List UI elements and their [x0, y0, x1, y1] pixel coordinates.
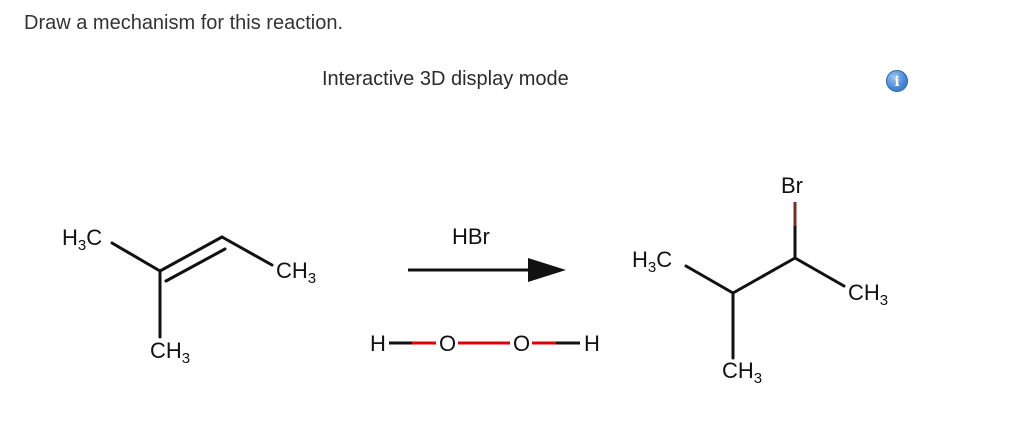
reactant-bond-left: [110, 241, 162, 273]
reagent-peroxide: H O O H: [370, 331, 600, 356]
product-bottom-group: CH3: [722, 358, 762, 387]
reactant-molecule: H3C CH3 CH3: [62, 225, 316, 367]
product-bond-right: [793, 256, 846, 288]
product-right-group: CH3: [848, 280, 888, 309]
arrow-head: [528, 258, 566, 282]
reactant-bond-right: [220, 235, 274, 267]
product-bond-left: [684, 264, 735, 295]
reagent-hbr: HBr: [452, 224, 490, 249]
display-mode-link[interactable]: Interactive 3D display mode: [322, 68, 569, 90]
peroxide-h-left: H: [370, 331, 386, 356]
peroxide-h-right: H: [584, 331, 600, 356]
reactant-double-bond-inner: [164, 247, 227, 283]
peroxide-o-left: O: [439, 331, 456, 356]
reactant-right-group: CH3: [276, 258, 316, 287]
product-br-atom: Br: [781, 173, 803, 198]
product-bond-middle: [731, 256, 797, 295]
info-icon[interactable]: i: [886, 70, 908, 92]
reaction-arrow: [408, 258, 566, 282]
reactant-bottom-group: CH3: [150, 338, 190, 367]
product-molecule: Br H3C CH3 CH3: [632, 173, 888, 387]
question-text: Draw a mechanism for this reaction.: [24, 12, 344, 34]
product-left-group: H3C: [632, 247, 672, 276]
peroxide-o-right: O: [513, 331, 530, 356]
reactant-double-bond-outer: [158, 235, 224, 273]
reactant-left-group: H3C: [62, 225, 102, 254]
